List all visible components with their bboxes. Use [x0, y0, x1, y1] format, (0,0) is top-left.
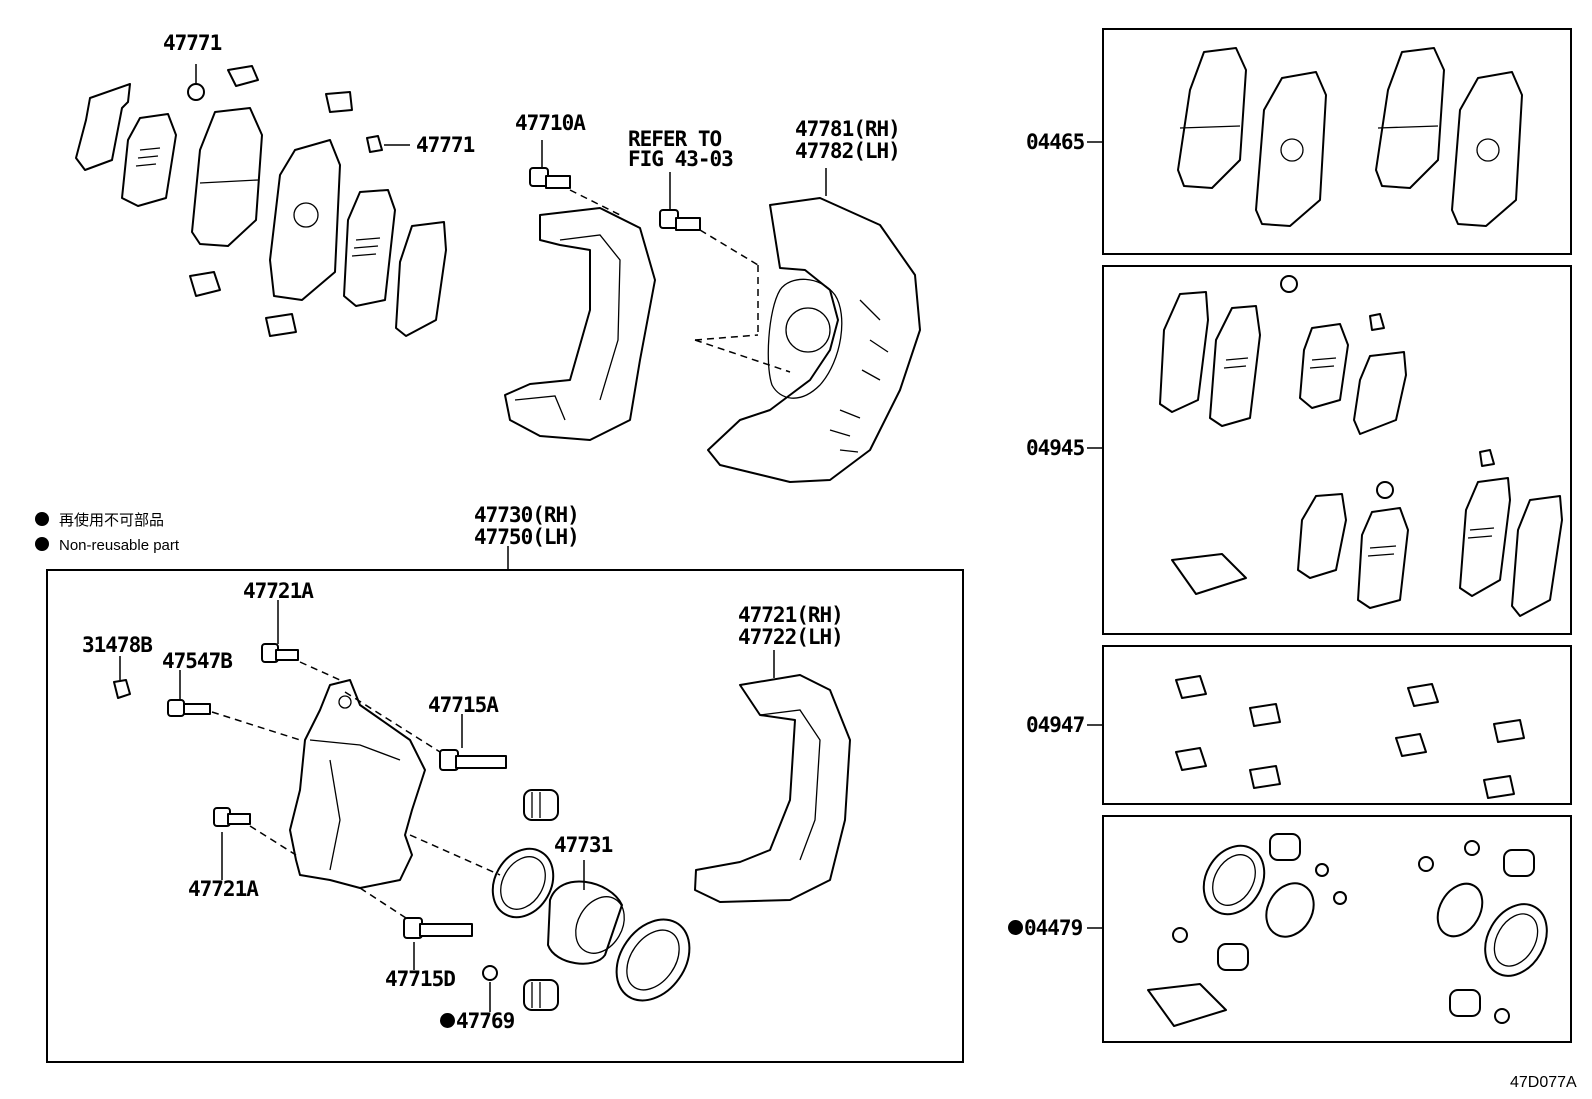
label-47771-mid: 47771 [416, 133, 475, 157]
legend-english: Non-reusable part [35, 537, 179, 555]
pad-shim-outer [75, 83, 131, 171]
caliper-cylinder [289, 679, 426, 889]
wear-indicator-47771-top [187, 83, 205, 101]
label-47715d: 47715D [385, 967, 456, 991]
label-04479: 04479 [1008, 916, 1083, 940]
part-47769 [482, 965, 498, 981]
bleeder-47547b [167, 699, 211, 717]
kit-box-04479 [1102, 815, 1572, 1043]
brake-pad-outer [191, 107, 263, 247]
kit-04479-seals [1147, 833, 1548, 1027]
label-refer-to: REFER TO [628, 127, 722, 151]
label-47547b: 47547B [162, 649, 233, 673]
label-47715a: 47715A [428, 693, 499, 717]
bolt-47721a-bottom [213, 807, 251, 827]
pad-shim-inner-2 [343, 189, 396, 307]
bolt-refer-fig [659, 209, 701, 231]
legend-japanese-text: 再使用不可部品 [59, 512, 165, 529]
piston-boot [615, 918, 691, 1002]
label-47721a-top: 47721A [243, 579, 314, 603]
label-47771-top: 47771 [163, 31, 222, 55]
label-47769: 47769 [440, 1009, 515, 1033]
kit-04465-pads [1177, 47, 1523, 227]
label-47782: 47782(LH) [795, 139, 901, 163]
label-04465: 04465 [1026, 130, 1085, 154]
part-31478b [113, 679, 131, 699]
legend-dot-jp [35, 512, 49, 527]
label-04479-text: 04479 [1024, 916, 1083, 940]
pad-clip-4 [265, 313, 297, 337]
bolt-47721a-top [261, 643, 299, 663]
piston-seal [491, 847, 555, 919]
label-47721: 47721(RH) [738, 603, 844, 627]
label-47721a-bottom: 47721A [188, 877, 259, 901]
legend-japanese: 再使用不可部品 [35, 512, 164, 530]
label-47722: 47722(LH) [738, 625, 844, 649]
dust-shield [707, 197, 921, 483]
diagram-code: 47D077A [1510, 1074, 1577, 1091]
pin-boot-1 [523, 789, 559, 821]
caliper-assembly-box [46, 569, 964, 1063]
label-04947: 04947 [1026, 713, 1085, 737]
bolt-47710a [529, 167, 571, 189]
non-reusable-marker-47769 [440, 1012, 455, 1028]
mounting-bracket-top [504, 207, 656, 441]
kit-box-04945 [1102, 265, 1572, 635]
pin-boot-2 [523, 979, 559, 1011]
pad-clip-2 [325, 91, 353, 113]
label-47731: 47731 [554, 833, 613, 857]
kit-04945-shims [1159, 275, 1563, 617]
label-04945: 04945 [1026, 436, 1085, 460]
label-refer-fig: FIG 43-03 [628, 147, 734, 171]
kit-04947-clips [1175, 675, 1525, 799]
legend-dot-en [35, 537, 49, 552]
label-31478b: 31478B [82, 633, 153, 657]
label-47781: 47781(RH) [795, 117, 901, 141]
slide-pin-47715a [439, 749, 507, 771]
label-47710a: 47710A [515, 111, 586, 135]
pad-shim-inner [121, 113, 177, 207]
pad-shim-outer-2 [395, 221, 447, 337]
pad-clip-1 [227, 65, 259, 87]
label-47769-text: 47769 [456, 1009, 515, 1033]
non-reusable-marker-04479 [1008, 919, 1023, 935]
legend-english-text: Non-reusable part [59, 537, 180, 554]
mounting-bracket-assembly [694, 674, 851, 903]
pad-clip-3 [189, 271, 221, 297]
label-47750: 47750(LH) [474, 525, 580, 549]
brake-pad-inner [269, 139, 341, 301]
slide-pin-47715d [403, 917, 473, 939]
piston-47731 [547, 880, 625, 965]
wear-indicator-47771-mid [366, 135, 383, 153]
label-47730: 47730(RH) [474, 503, 580, 527]
